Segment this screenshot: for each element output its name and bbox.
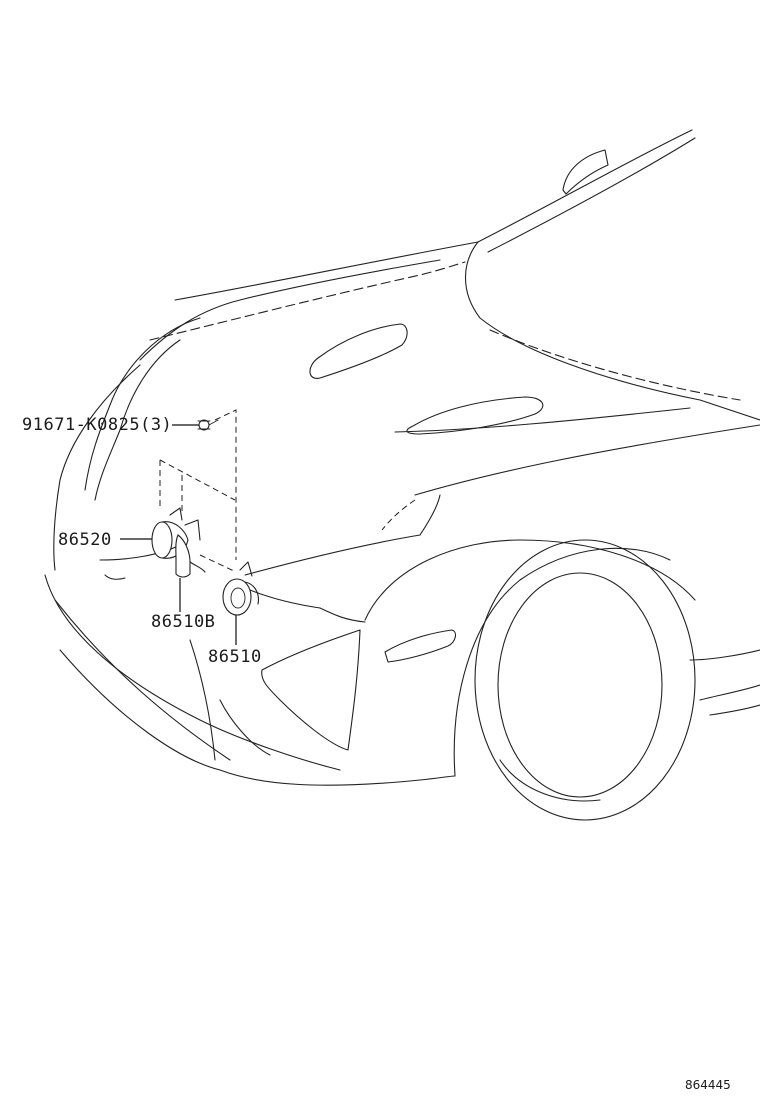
leader-lines — [120, 424, 237, 645]
reference-code: 864445 — [685, 1078, 731, 1092]
horn-bracket-part — [175, 519, 206, 578]
horn-high-part — [151, 507, 189, 559]
label-horn-bracket: 86510B — [151, 612, 215, 632]
assembly-dashed-lines — [159, 409, 237, 573]
bolt-part — [197, 419, 219, 431]
label-horn-high: 86520 — [58, 530, 112, 550]
label-bolt: 91671-K0825(3) — [22, 415, 172, 435]
car-body-outline — [44, 129, 760, 821]
horn-low-part — [222, 561, 259, 616]
label-horn-low: 86510 — [208, 647, 262, 667]
